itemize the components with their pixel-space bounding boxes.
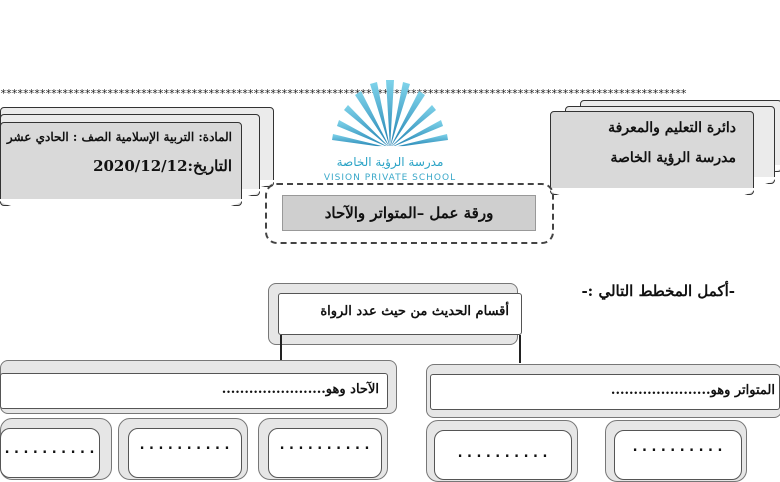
date-text: التاريخ:2020/12/12 [93, 157, 232, 175]
logo-arabic-name: مدرسة الرؤية الخاصة [336, 155, 444, 169]
school-logo: مدرسة الرؤية الخاصة VISION PRIVATE SCHOO… [320, 60, 460, 185]
star-border: ****************************************… [0, 87, 687, 100]
root-node: أقسام الحديث من حيث عدد الرواة [278, 293, 522, 335]
left-branch-node: الآحاد وهو....................... [0, 373, 388, 409]
right-connector-vertical [519, 335, 521, 363]
right-branch-node: المتواتر وهو...................... [430, 374, 780, 410]
department-text: دائرة التعليم والمعرفة [608, 120, 736, 136]
instruction-text: -أكمل المخطط التالي :- [581, 282, 735, 300]
logo-latin-name: VISION PRIVATE SCHOOL [323, 173, 457, 183]
root-connector-vertical [280, 335, 282, 371]
left-leaf-1: .......... [0, 428, 100, 478]
right-leaf-1: .......... [434, 430, 572, 480]
left-leaf-2: .......... [128, 428, 242, 478]
school-name-text: مدرسة الرؤية الخاصة [610, 150, 737, 166]
right-leaf-2: .......... [614, 430, 742, 480]
left-header-box [0, 122, 243, 215]
right-header-box [549, 111, 755, 204]
subject-grade-text: المادة: التربية الإسلامية الصف : الحادي … [6, 130, 232, 144]
sunburst-logo-icon [332, 80, 448, 158]
worksheet-title: ورقة عمل –المتواتر والآحاد [282, 195, 536, 231]
left-leaf-3: .......... [268, 428, 382, 478]
title-frame [265, 183, 554, 244]
